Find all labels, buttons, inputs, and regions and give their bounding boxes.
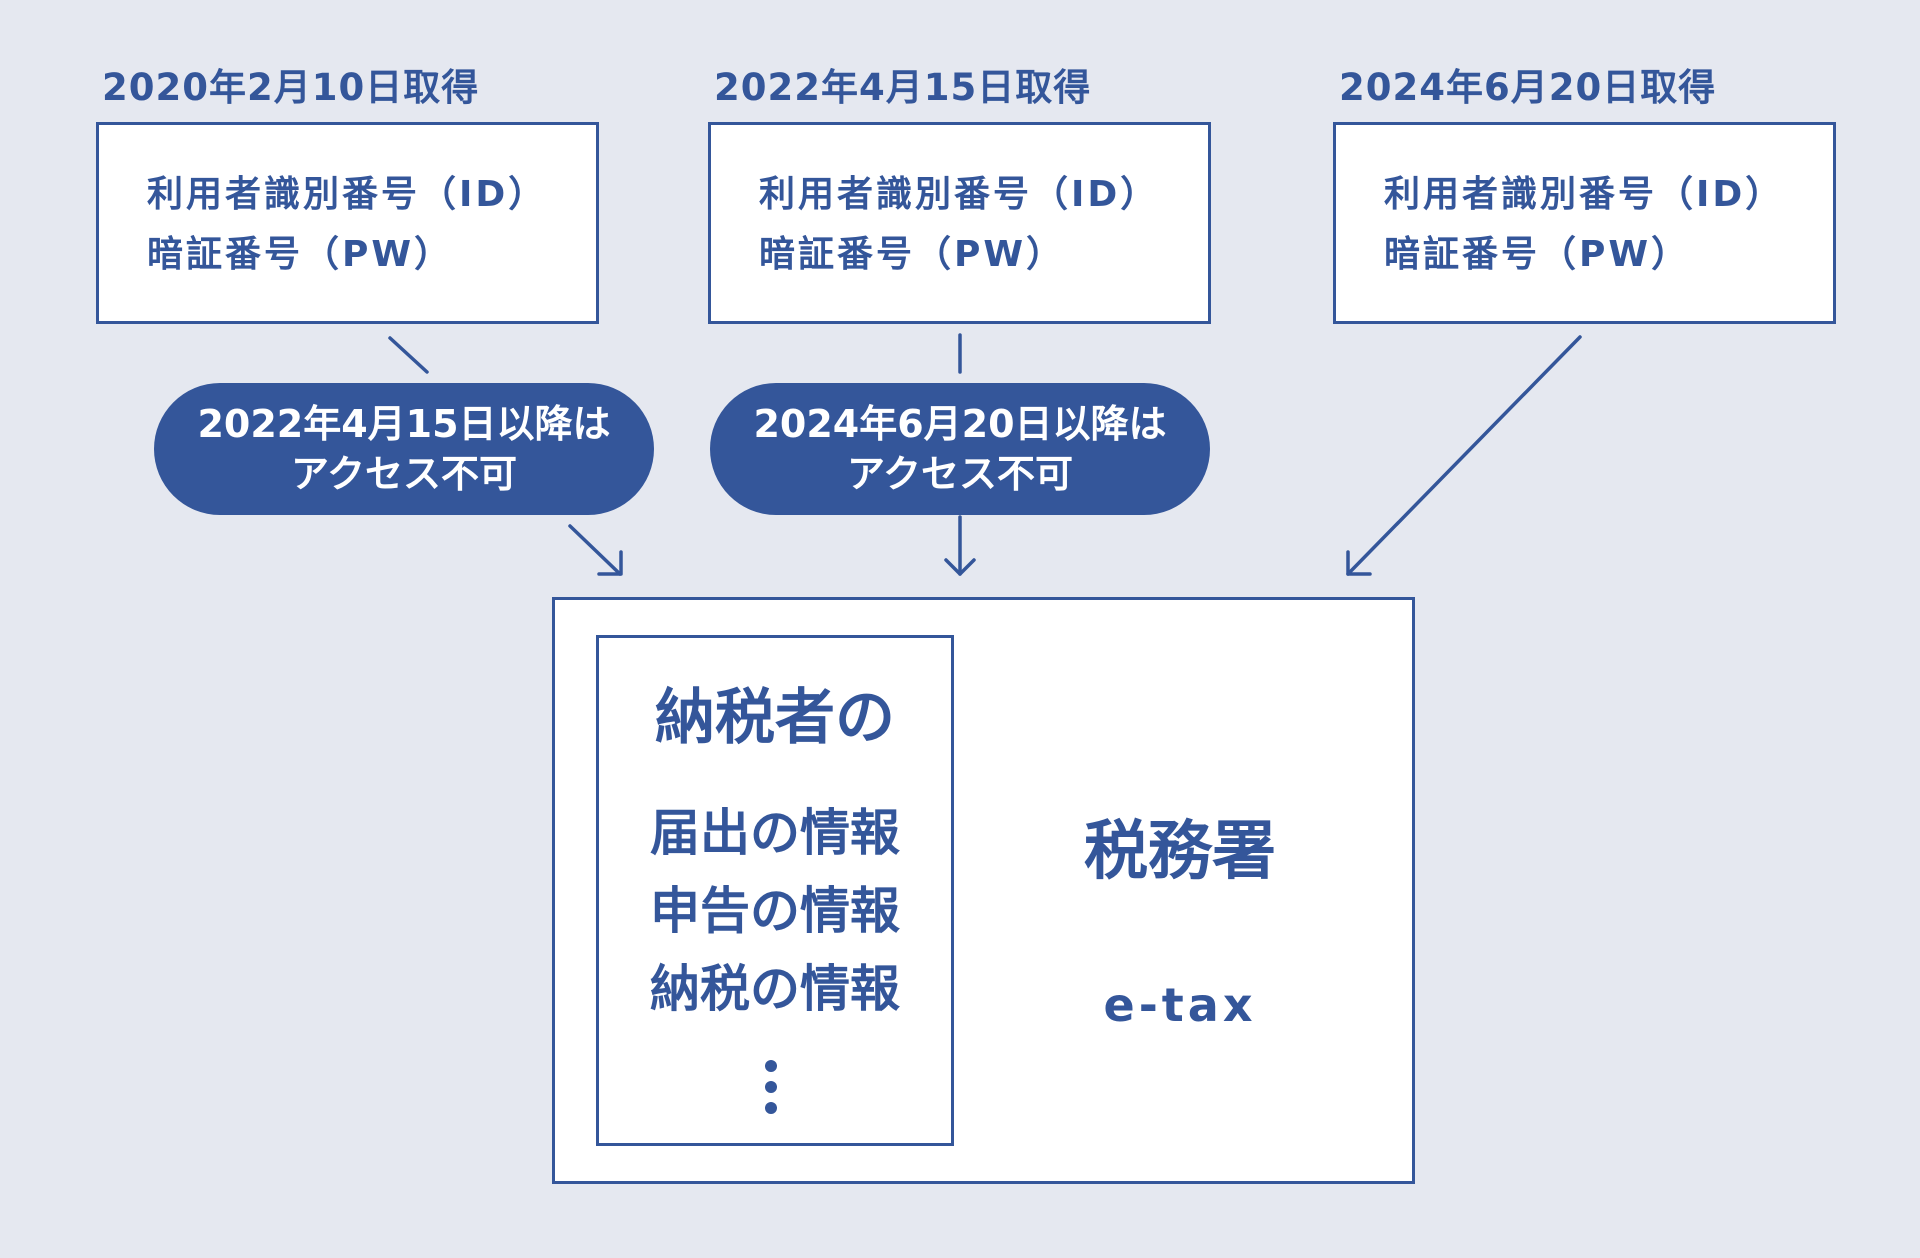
arrow-right [1346,335,1582,576]
info-item-return: 申告の情報 [650,882,900,940]
ellipsis-dot [765,1102,777,1114]
etax-label: e-tax [1103,978,1257,1032]
restriction-badge-2: 2024年6月20日以降は アクセス不可 [710,383,1210,515]
user-id-label: 利用者識別番号（ID） [1384,174,1785,215]
credential-date-3: 2024年6月20日取得 [1339,66,1717,109]
taxpayer-info-box: 納税者の 届出の情報 申告の情報 納税の情報 [596,635,954,1146]
restriction-text: アクセス不可 [846,452,1074,496]
user-id-label: 利用者識別番号（ID） [759,174,1160,215]
credential-box-2: 利用者識別番号（ID） 暗証番号（PW） [708,122,1211,324]
ellipsis-dot [765,1081,777,1093]
arrowhead-middle [944,558,976,576]
credential-box-1: 利用者識別番号（ID） 暗証番号（PW） [96,122,599,324]
restriction-badge-1: 2022年4月15日以降は アクセス不可 [154,383,654,515]
password-label: 暗証番号（PW） [759,234,1066,275]
credential-box-3: 利用者識別番号（ID） 暗証番号（PW） [1333,122,1836,324]
arrow-left [568,524,622,576]
arrowhead-left [597,550,623,576]
password-label: 暗証番号（PW） [147,234,454,275]
taxpayer-info-title: 納税者の [655,683,895,753]
user-id-label: 利用者識別番号（ID） [147,174,548,215]
restriction-date: 2022年4月15日以降は [197,402,611,446]
password-label: 暗証番号（PW） [1384,234,1691,275]
restriction-date: 2024年6月20日以降は [753,402,1167,446]
info-item-filing: 届出の情報 [650,804,900,862]
credential-date-1: 2020年2月10日取得 [102,66,480,109]
tax-office-label: 税務署 [1084,815,1276,889]
info-item-payment: 納税の情報 [650,960,900,1018]
credential-date-2: 2022年4月15日取得 [714,66,1092,109]
connector-left-upper [388,336,429,374]
ellipsis-dot [765,1060,777,1072]
arrowhead-right [1346,550,1372,576]
restriction-text: アクセス不可 [290,452,518,496]
